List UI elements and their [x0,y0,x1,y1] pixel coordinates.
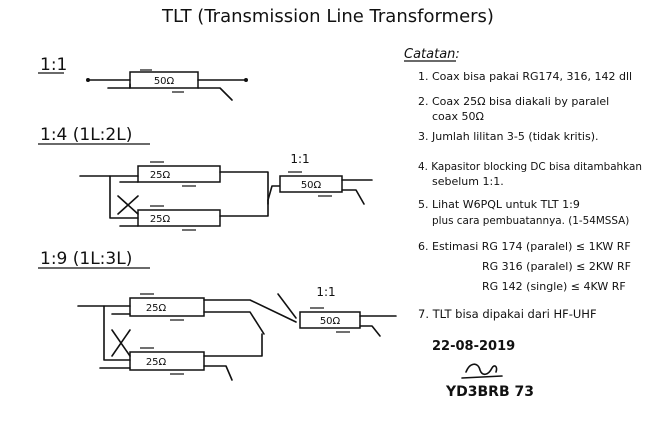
series-wire [203,333,263,357]
ground-wire [197,87,233,101]
signature-scribble [461,363,503,379]
series-wire [203,299,297,323]
junction-wire [277,293,297,319]
note-line: 6. Estimasi RG 174 (paralel) ≤ 1KW RF [418,240,631,253]
coax-impedance-label: 50Ω [301,180,322,191]
coax-impedance-label: 25Ω [146,357,167,368]
crossover-wire [111,313,131,357]
note-line: coax 50Ω [432,110,484,123]
coax-rectangle [129,351,205,371]
note-line: plus cara pembuatannya. (1-54MSSA) [432,215,629,227]
crossover-wire [117,181,139,215]
parallel-wire [103,305,131,361]
series-wire [219,185,281,217]
note-date: 22-08-2019 [432,339,515,354]
ground-wire [341,189,365,205]
section-ratio-label: 1:9 (1L:3L) [40,249,132,269]
notes-heading: Catatan: [404,47,460,62]
coax-impedance-label: 50Ω [320,316,341,327]
series-wire [203,311,265,335]
note-line: 7. TLT bisa dipakai dari HF-UHF [418,307,597,321]
note-line: 2. Coax 25Ω bisa diakali by paralel [418,95,609,108]
section-1-1-diagram: 1:1 50Ω [38,55,248,101]
note-line: 1. Coax bisa pakai RG174, 316, 142 dll [418,70,632,83]
coax-rectangle [299,311,361,329]
notes-panel: Catatan: 1. Coax bisa pakai RG174, 316, … [404,47,642,400]
coax-impedance-label: 25Ω [150,170,171,181]
section-1-4-diagram: 1:4 (1L:2L) 25Ω 25Ω 1:1 50Ω [38,125,373,231]
page-title: TLT (Transmission Line Transformers) [161,6,494,27]
ground-wire [359,325,381,337]
section-ratio-label: 1:1 [40,55,67,75]
series-wire [219,171,269,201]
coax-rectangle [129,297,205,317]
terminal [86,78,90,82]
callsign: YD3BRB 73 [445,384,534,400]
note-line: 4. Kapasitor blocking DC bisa ditambahka… [418,161,642,173]
coax-rectangle [137,165,221,183]
note-line: 5. Lihat W6PQL untuk TLT 1:9 [418,198,580,211]
coax-impedance-label: 25Ω [146,303,167,314]
ground-wire [107,83,131,89]
note-line: sebelum 1:1. [432,175,504,188]
ground-wire [203,365,233,381]
parallel-wire [109,175,139,219]
note-line: 3. Jumlah lilitan 3-5 (tidak kritis). [418,130,599,143]
stage-ratio-label: 1:1 [316,285,335,299]
section-1-9-diagram: 1:9 (1L:3L) 25Ω 25Ω 1:1 50Ω [38,249,397,381]
terminal [244,78,248,82]
coax-impedance-label: 50Ω [154,76,175,87]
note-line: RG 316 (paralel) ≤ 2KW RF [482,260,631,273]
note-line: RG 142 (single) ≤ 4KW RF [482,280,626,293]
coax-impedance-label: 25Ω [150,214,171,225]
stage-ratio-label: 1:1 [290,152,309,166]
section-ratio-label: 1:4 (1L:2L) [40,125,132,145]
coax-rectangle [279,175,343,193]
